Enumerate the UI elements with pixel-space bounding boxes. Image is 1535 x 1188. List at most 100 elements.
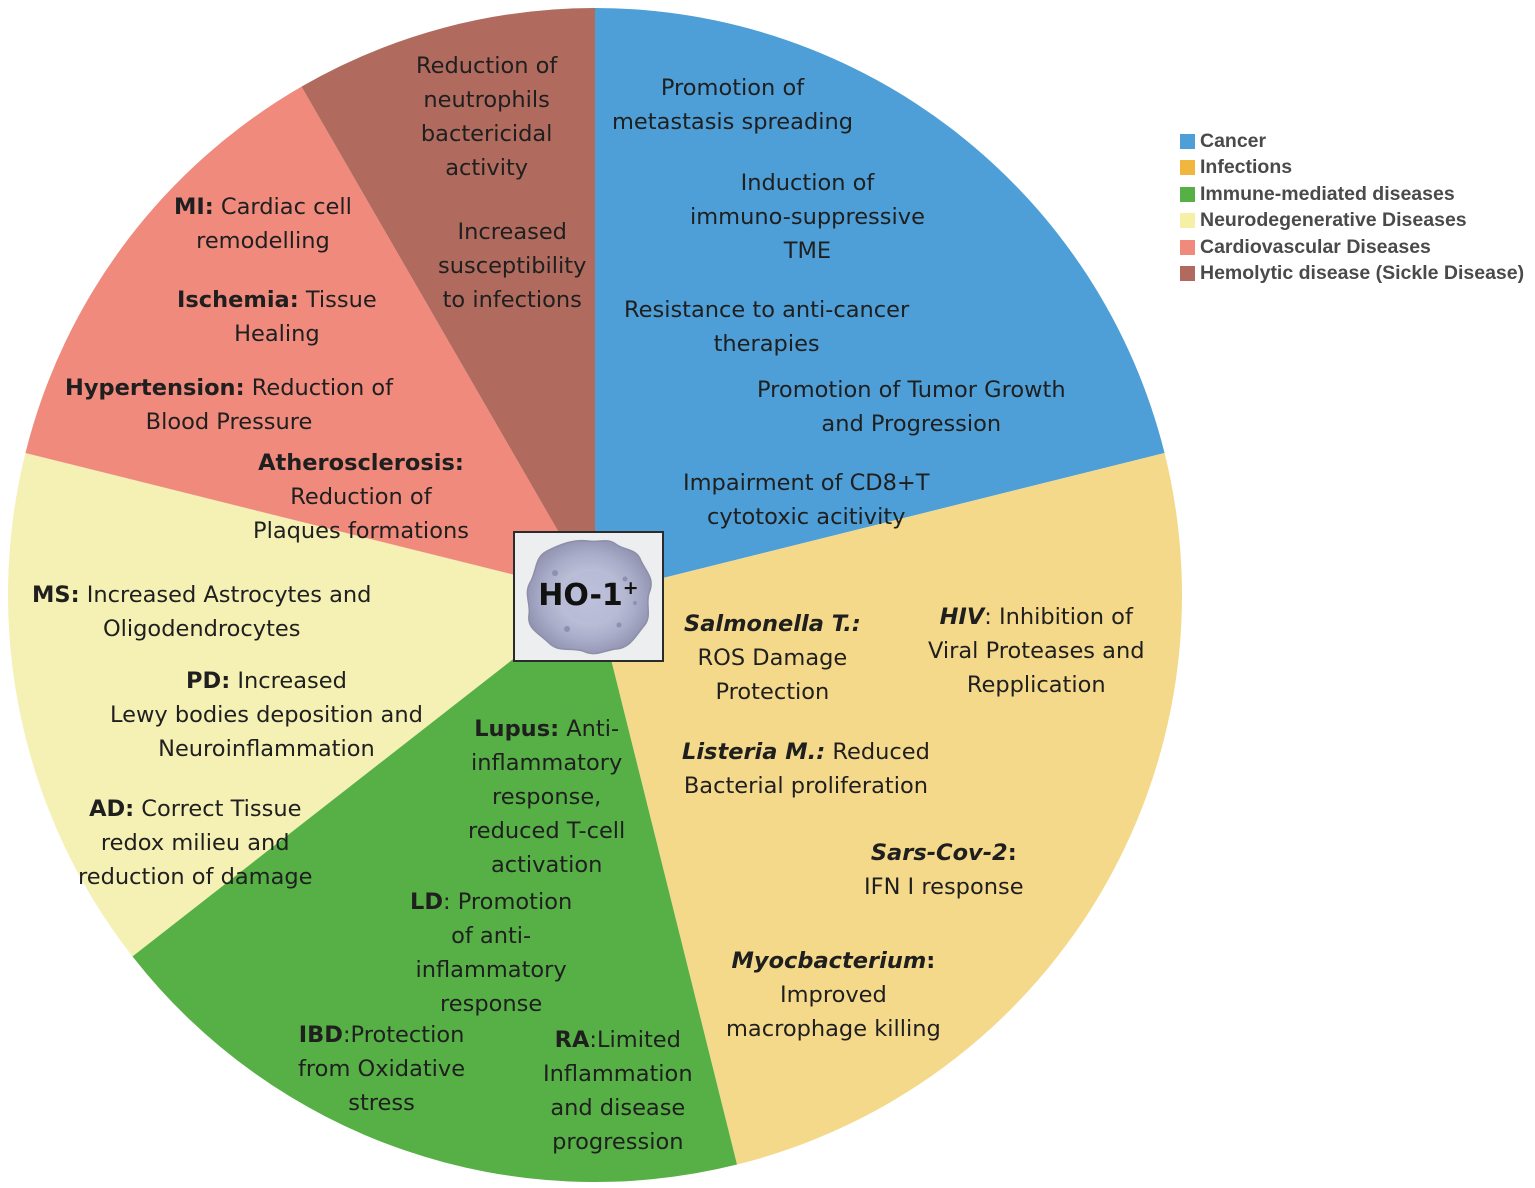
legend-swatch <box>1180 160 1195 176</box>
text-line: Neuroinflammation <box>158 736 375 762</box>
text-line: inflammatory <box>415 957 567 983</box>
neuro-pd-text: PD: Increased Lewy bodies deposition and… <box>110 664 423 766</box>
term: Hypertension: <box>65 375 245 401</box>
immune-lupus-text: Lupus: Anti- inflammatory response, redu… <box>468 712 625 882</box>
text-line: activation <box>490 852 603 878</box>
immune-ibd-text: IBD:Protection from Oxidative stress <box>298 1018 465 1120</box>
cancer-resistance-text: Resistance to anti-cancer therapies <box>624 293 909 361</box>
cancer-metastasis-text: Promotion of metastasis spreading <box>612 71 853 139</box>
text-line: : <box>926 948 936 974</box>
cancer-cd8-text: Impairment of CD8+T cytotoxic acitivity <box>683 466 930 534</box>
legend-label: Cancer <box>1200 129 1267 152</box>
text-line: Impairment of CD8+T <box>683 470 930 496</box>
immune-ld-text: LD: Promotion of anti- inflammatory resp… <box>410 885 572 1021</box>
sector-cardiovascular-diseases <box>25 86 595 595</box>
text-line: Oligodendrocytes <box>102 616 301 642</box>
legend-item: Infections <box>1180 155 1524 182</box>
text-line: Resistance to anti-cancer <box>624 297 910 323</box>
ho1-superscript: + <box>622 577 639 599</box>
text-line: reduction of damage <box>78 864 313 890</box>
text-line: : Inhibition of <box>984 604 1133 630</box>
text-line: :Protection <box>342 1022 465 1048</box>
cardio-mi-text: MI: Cardiac cell remodelling <box>174 190 352 258</box>
text-line: to infections <box>442 287 582 313</box>
neuro-ms-text: MS: Increased Astrocytes and Oligodendro… <box>32 578 371 646</box>
text-line: : Promotion <box>443 889 573 915</box>
term: Myocbacterium <box>731 948 927 974</box>
text-line: Anti- <box>559 716 620 742</box>
text-line: Increased <box>230 668 347 694</box>
text-line: of anti- <box>451 923 532 949</box>
term: PD: <box>186 668 231 694</box>
text-line: Reduction of <box>290 484 432 510</box>
text-line: reduced T-cell <box>468 818 626 844</box>
legend-swatch <box>1180 133 1195 149</box>
text-line: neutrophils <box>423 87 550 113</box>
legend-item: Cardiovascular Diseases <box>1180 234 1524 261</box>
text-line: Tissue <box>298 287 377 313</box>
term: Listeria M.: <box>682 739 826 765</box>
term: Lupus: <box>474 716 560 742</box>
legend-swatch <box>1180 213 1195 229</box>
legend-swatch <box>1180 239 1195 255</box>
legend-label: Immune-mediated diseases <box>1200 182 1455 205</box>
text-line: from Oxidative <box>298 1056 466 1082</box>
text-line: Protection <box>715 679 830 705</box>
cardio-hypertension-text: Hypertension: Reduction of Blood Pressur… <box>65 371 393 439</box>
term: HIV <box>939 604 985 630</box>
term: IBD <box>298 1022 343 1048</box>
text-line: activity <box>445 155 529 181</box>
legend-label: Hemolytic disease (Sickle Disease) <box>1200 262 1525 285</box>
text-line: susceptibility <box>438 253 587 279</box>
text-line: response <box>440 991 543 1017</box>
text-line: stress <box>348 1090 415 1116</box>
text-line: response, <box>491 784 602 810</box>
term: MI: <box>174 194 214 220</box>
text-line: therapies <box>713 331 820 357</box>
text-line: Promotion of <box>660 75 805 101</box>
text-line: :Limited <box>589 1027 681 1053</box>
ho1-text: HO-1 <box>538 578 623 613</box>
text-line: Bacterial proliferation <box>683 773 929 799</box>
text-line: Reduced <box>825 739 930 765</box>
text-line: Viral Proteases and <box>928 638 1145 664</box>
sector-immune-mediated-diseases <box>132 595 738 1182</box>
immune-ra-text: RA:Limited Inflammation and disease prog… <box>543 1023 693 1159</box>
text-line: IFN I response <box>864 874 1024 900</box>
legend-label: Cardiovascular Diseases <box>1200 235 1431 258</box>
legend-label: Infections <box>1200 156 1293 179</box>
sector-neurodegenerative-diseases <box>8 452 596 957</box>
text-line: redox milieu and <box>100 830 290 856</box>
cancer-tme-text: Induction of immuno-suppressive TME <box>690 166 925 268</box>
text-line: Cardiac cell <box>213 194 352 220</box>
sector-hemolytic-disease-sickle-disease <box>301 8 595 595</box>
text-line: bactericidal <box>420 121 553 147</box>
hemolytic-infections-text: Increased susceptibility to infections <box>438 215 586 317</box>
hemolytic-neutrophils-text: Reduction of neutrophils bactericidal ac… <box>416 49 557 185</box>
text-line: Correct Tissue <box>134 796 302 822</box>
cardio-atherosclerosis-text: Atherosclerosis: Reduction of Plaques fo… <box>253 446 469 548</box>
term: AD: <box>89 796 135 822</box>
text-line: : <box>1007 840 1017 866</box>
term: Salmonella T.: <box>684 611 861 637</box>
infection-hiv-text: HIV: Inhibition of Viral Proteases and R… <box>928 600 1145 702</box>
text-line: immuno-suppressive <box>690 204 925 230</box>
cancer-tumor-growth-text: Promotion of Tumor Growth and Progressio… <box>757 373 1066 441</box>
text-line: Healing <box>234 321 320 347</box>
infection-listeria-text: Listeria M.: Reduced Bacterial prolifera… <box>682 735 930 803</box>
neuro-ad-text: AD: Correct Tissue redox milieu and redu… <box>78 792 313 894</box>
term: Ischemia: <box>177 287 299 313</box>
term: MS: <box>32 582 80 608</box>
text-line: and disease <box>550 1095 686 1121</box>
cardio-ischemia-text: Ischemia: Tissue Healing <box>177 283 377 351</box>
text-line: Promotion of Tumor Growth <box>757 377 1066 403</box>
text-line: ROS Damage <box>697 645 848 671</box>
legend-item: Neurodegenerative Diseases <box>1180 208 1524 235</box>
text-line: inflammatory <box>471 750 623 776</box>
text-line: Reduction of <box>244 375 394 401</box>
text-line: metastasis spreading <box>612 109 854 135</box>
sector-cancer <box>595 8 1165 595</box>
macrophage-cell-icon <box>526 539 652 655</box>
